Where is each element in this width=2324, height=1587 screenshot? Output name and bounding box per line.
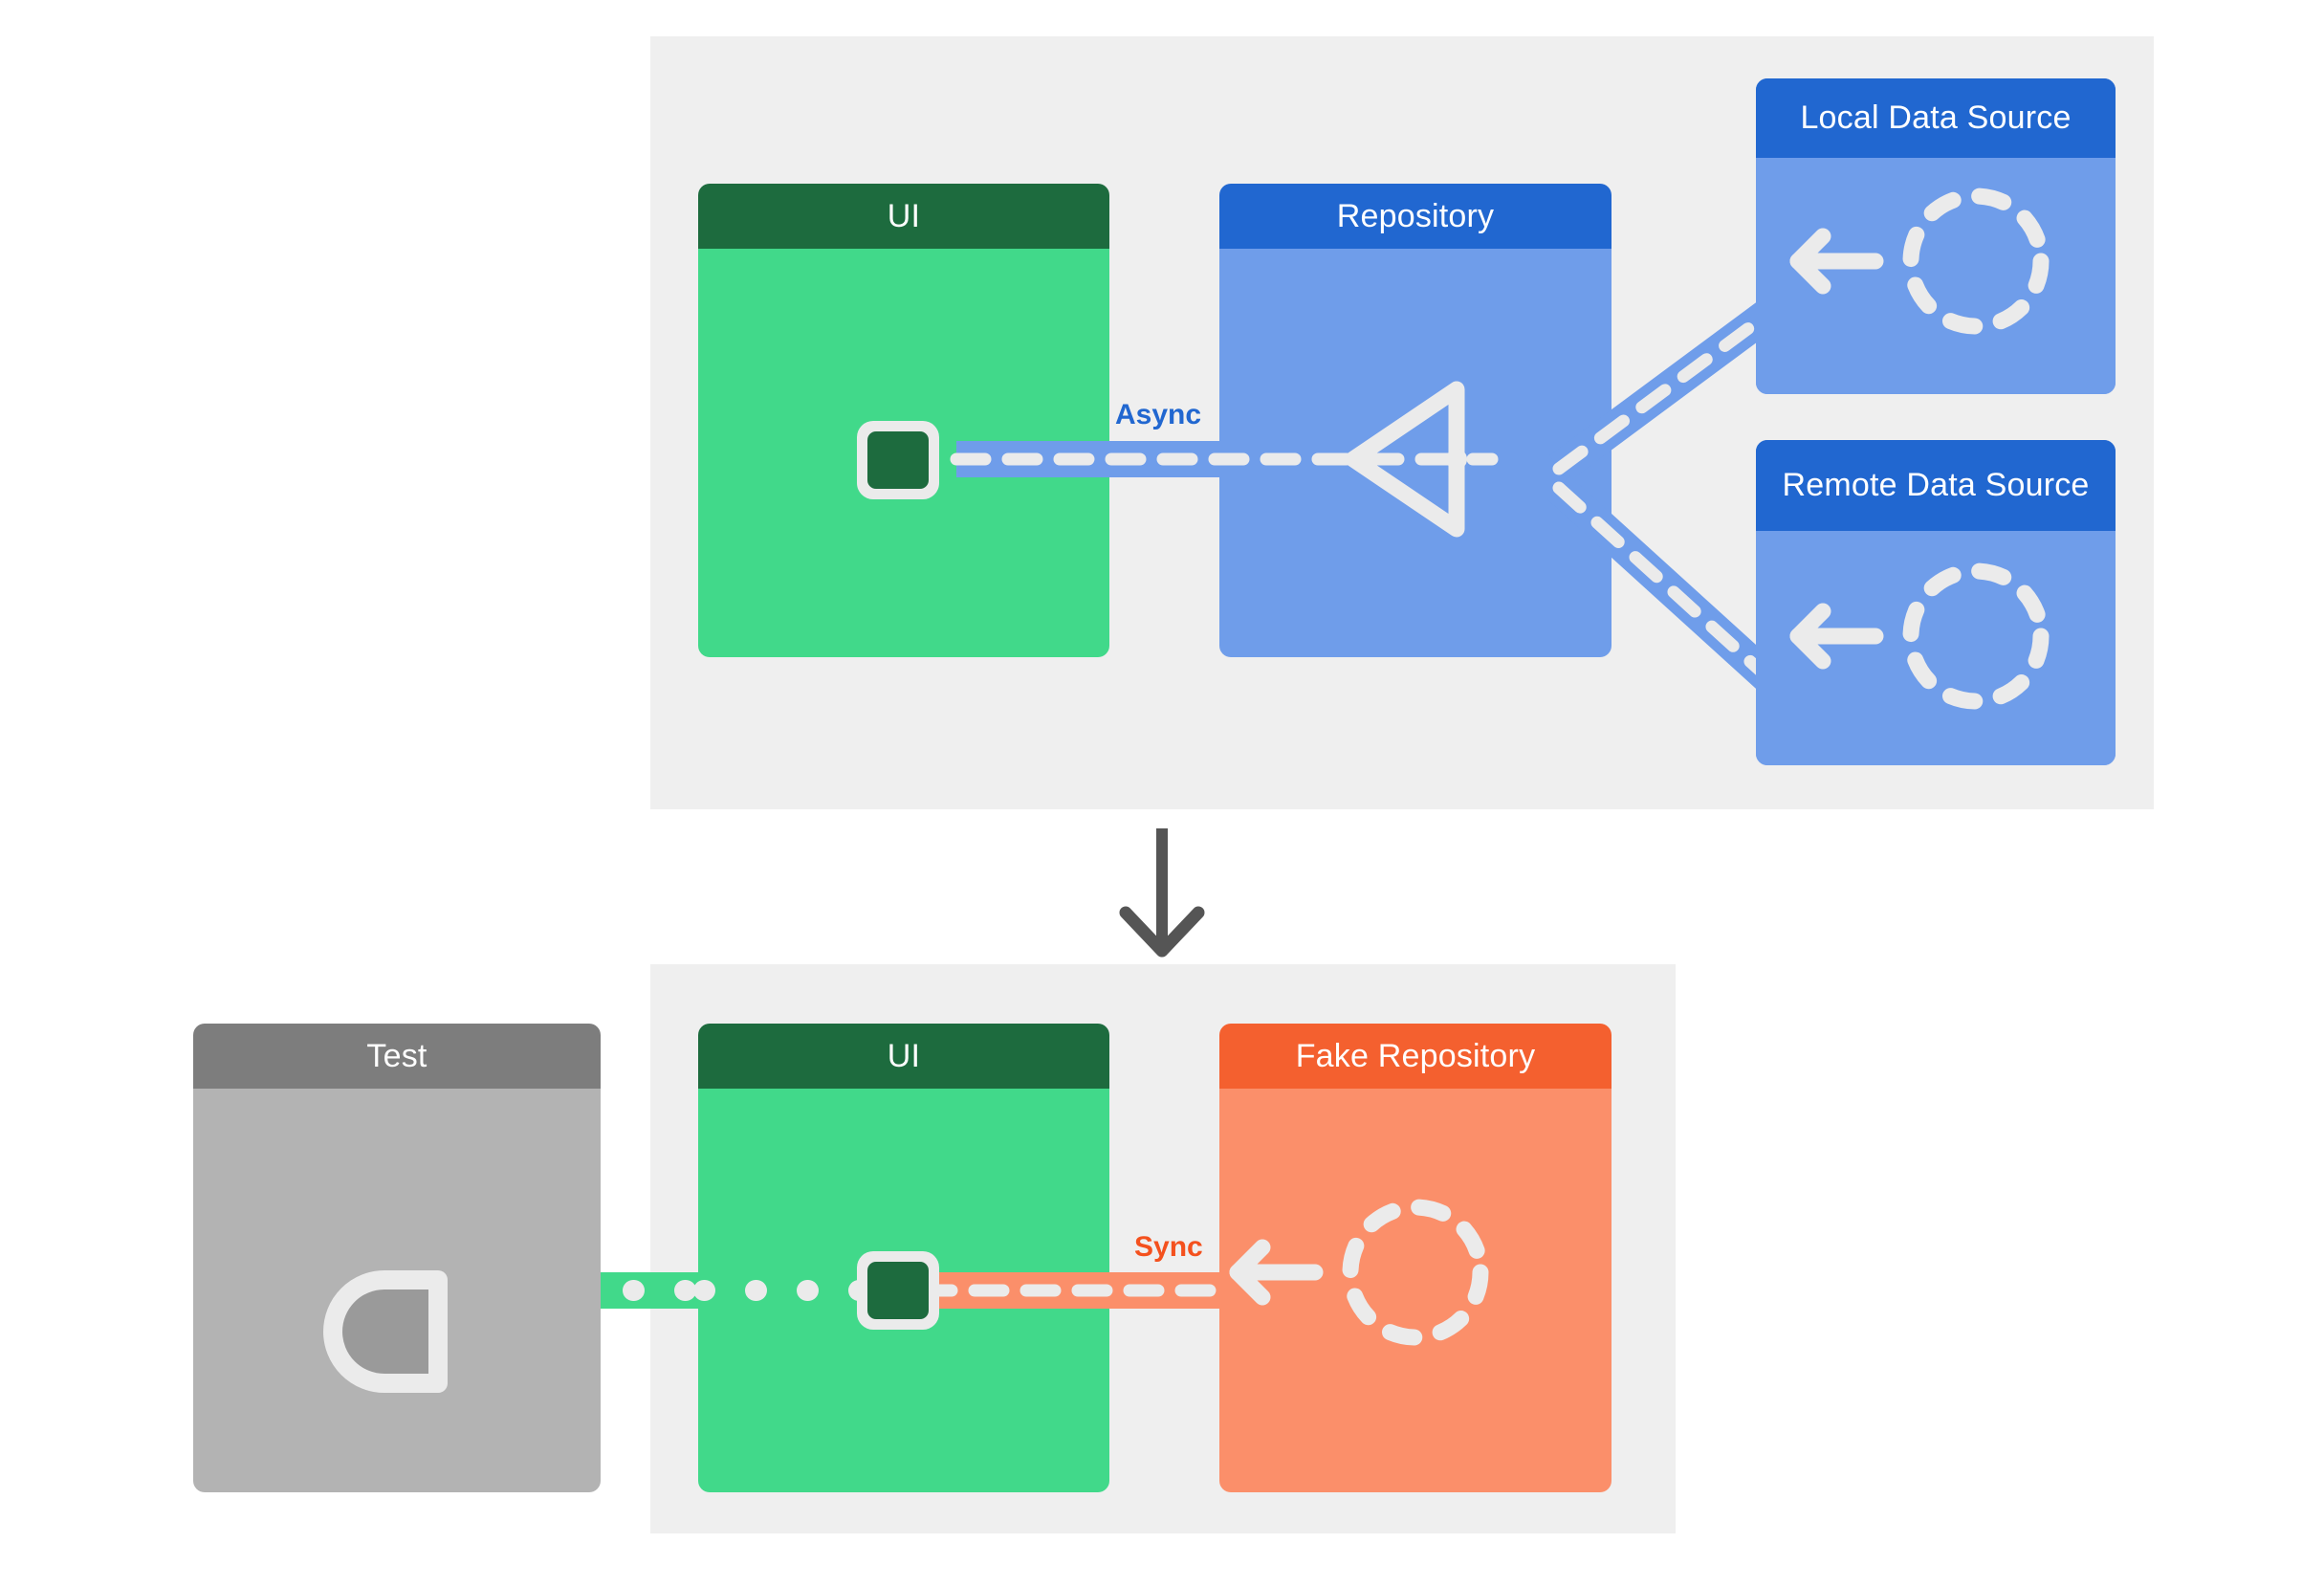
plug-socket-inner	[867, 431, 929, 489]
card-local-data-source-overlay[interactable]: Local Data Source	[1756, 78, 2116, 394]
connector-label-sync: Sync	[1129, 1229, 1209, 1266]
card-fake-repository-title: Fake Repository	[1219, 1024, 1611, 1089]
card-test-title: Test	[193, 1024, 601, 1089]
left-arrow-icon	[1229, 1239, 1324, 1306]
card-remote-data-source-body-overlay	[1756, 531, 2116, 765]
sync-connector-dashes-inner	[916, 1284, 1121, 1297]
left-arrow-icon	[1789, 603, 1884, 670]
fan-out-triangle-icon	[1345, 381, 1467, 538]
card-local-data-source-title-overlay: Local Data Source	[1756, 78, 2116, 158]
down-arrow-icon	[1119, 828, 1205, 958]
card-remote-data-source-overlay[interactable]: Remote Data Source	[1756, 440, 2116, 765]
dashed-circle-icon	[1789, 187, 2050, 335]
dashed-circle-icon	[1229, 1199, 1489, 1346]
card-fake-repository-body	[1219, 1089, 1611, 1492]
plug-head-icon	[323, 1270, 448, 1393]
card-ui-test-title: UI	[698, 1024, 1109, 1089]
card-local-data-source-body-overlay	[1756, 158, 2116, 394]
plug-socket-icon-ui-test	[857, 1251, 939, 1330]
connector-label-async: Async	[1109, 397, 1208, 433]
left-arrow-icon	[1789, 228, 1884, 295]
plug-socket-inner-test	[867, 1262, 929, 1319]
card-remote-data-source-title-overlay: Remote Data Source	[1756, 440, 2116, 531]
async-connector-dashes	[950, 452, 1499, 466]
card-test[interactable]: Test	[193, 1024, 601, 1492]
card-test-body	[193, 1089, 601, 1492]
card-repository-title: Repository	[1219, 184, 1611, 249]
dashed-circle-icon	[1789, 562, 2050, 710]
card-fake-repository[interactable]: Fake Repository	[1219, 1024, 1611, 1492]
test-connector-dots-inner	[693, 1280, 929, 1301]
plug-socket-icon-ui-production	[857, 421, 939, 499]
card-ui-production-title: UI	[698, 184, 1109, 249]
